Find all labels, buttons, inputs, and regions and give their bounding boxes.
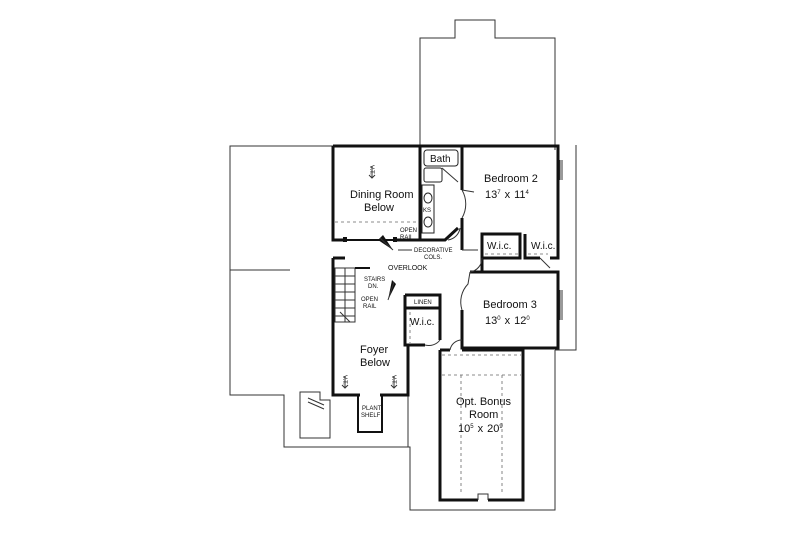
plant-shelf-note: PLANT SHELF (361, 406, 382, 419)
stairs (334, 267, 370, 323)
foyer-label: Foyer Below (360, 344, 390, 369)
svg-text:Dining Room: Dining Room (350, 189, 414, 201)
pointer-arrows (378, 235, 396, 301)
open-rail-note-1: OPEN RAIL (400, 228, 417, 241)
wic1-label: W.i.c. (487, 241, 511, 252)
vt-marks (341, 166, 398, 389)
svg-text:RAIL: RAIL (363, 304, 377, 310)
svg-text:PLANT: PLANT (362, 406, 382, 412)
svg-text:Opt. Bonus: Opt. Bonus (456, 396, 512, 408)
stairs-dn-note: STAIRS DN. (364, 277, 385, 290)
svg-text:COLS.: COLS. (424, 255, 442, 261)
svg-text:OPEN: OPEN (361, 297, 378, 303)
svg-text:Bedroom 2: Bedroom 2 (484, 173, 538, 185)
svg-text:Room: Room (469, 409, 498, 421)
svg-text:Below: Below (360, 357, 390, 369)
upper-floor-walls (331, 144, 560, 502)
svg-text:RAIL: RAIL (400, 235, 414, 241)
vt-note-foyer-right: V.T. (390, 375, 396, 385)
rails-and-dashes (335, 221, 548, 495)
windows (559, 160, 563, 320)
open-rail-note-2: OPEN RAIL (361, 297, 378, 310)
svg-text:SHELF: SHELF (361, 413, 381, 419)
svg-text:STAIRS: STAIRS (364, 277, 385, 283)
wic2-label: W.i.c. (531, 241, 555, 252)
bath-fixtures (421, 149, 459, 234)
svg-text:DECORATIVE: DECORATIVE (414, 248, 453, 254)
bath-label: Bath (430, 154, 451, 165)
wic3-label: W.i.c. (410, 317, 434, 328)
svg-text:Foyer: Foyer (360, 344, 388, 356)
overlook-note: OVERLOOK (388, 265, 428, 272)
svg-text:DN.: DN. (368, 284, 379, 290)
doors (424, 189, 551, 500)
ks-note: KS (423, 208, 431, 214)
vt-note-dining: V.T. (368, 165, 374, 175)
linen-note: LINEN (414, 300, 432, 306)
svg-text:Below: Below (364, 202, 394, 214)
dining-label: Dining Room Below (350, 189, 414, 214)
svg-text:Bedroom 3: Bedroom 3 (483, 299, 537, 311)
svg-text:OPEN: OPEN (400, 228, 417, 234)
decorative-cols-note: DECORATIVE COLS. (398, 248, 453, 261)
vt-note-foyer-left: V.T. (341, 375, 347, 385)
